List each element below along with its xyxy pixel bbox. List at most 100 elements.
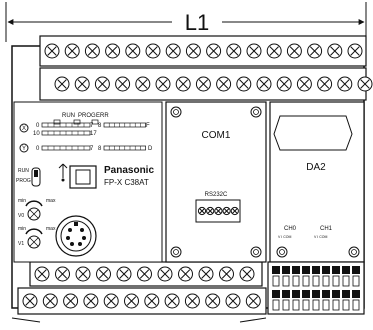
- terminal-screw-icon: [230, 206, 239, 216]
- terminal-screw-icon: [105, 43, 121, 59]
- brand-name: Panasonic: [104, 165, 154, 176]
- terminal-screw-icon: [236, 76, 252, 92]
- terminal-screw-icon: [239, 266, 255, 282]
- terminal-screw-icon: [137, 266, 152, 282]
- terminal-screw-icon: [225, 293, 241, 309]
- terminal-screw-icon: [116, 266, 132, 282]
- terminal-screw-icon: [55, 266, 70, 282]
- terminal-screw-icon: [219, 266, 234, 282]
- svg-text:0: 0: [36, 123, 40, 129]
- svg-text:Y: Y: [22, 146, 26, 152]
- spring-terminal: [342, 266, 350, 287]
- terminal-screw-icon: [44, 43, 60, 59]
- svg-text:min: min: [18, 226, 26, 232]
- spring-terminal: [282, 290, 290, 311]
- spring-terminal: [342, 290, 350, 311]
- pot-v1[interactable]: min max V1: [18, 226, 56, 249]
- svg-text:8: 8: [98, 123, 102, 129]
- terminal-screw-icon: [124, 293, 139, 309]
- switch-run-label: RUN: [18, 168, 29, 174]
- terminal-screw-icon: [84, 43, 100, 59]
- terminal-screw-icon: [206, 43, 222, 59]
- com1-label: COM1: [202, 130, 231, 141]
- spring-terminal: [272, 266, 280, 287]
- terminal-screw-icon: [135, 76, 151, 92]
- svg-text:7: 7: [90, 146, 94, 152]
- ch1-label: CH1: [320, 226, 333, 232]
- terminal-screw-icon: [317, 76, 333, 92]
- spring-terminal: [352, 290, 360, 311]
- spring-terminal: [312, 290, 320, 311]
- svg-text:F: F: [146, 123, 150, 129]
- spring-terminal: [302, 290, 310, 311]
- terminal-screw-icon: [276, 76, 292, 92]
- svg-text:X: X: [22, 126, 26, 132]
- terminal-screw-icon: [96, 266, 111, 282]
- led-strip: [41, 130, 91, 136]
- terminal-screw-icon: [185, 43, 201, 59]
- spring-terminal: [332, 290, 340, 311]
- terminal-screw-icon: [155, 76, 171, 92]
- y-marker-icon: [19, 143, 29, 153]
- spring-terminal: [292, 266, 300, 287]
- terminal-screw-icon: [214, 206, 223, 216]
- svg-text:17: 17: [90, 131, 97, 137]
- terminal-screw-icon: [165, 43, 181, 59]
- terminal-screw-icon: [286, 43, 302, 59]
- svg-text:10: 10: [33, 131, 40, 137]
- spring-terminal: [292, 290, 300, 311]
- terminal-screw-icon: [74, 76, 90, 92]
- terminal-screw-icon: [63, 293, 79, 309]
- terminal-screw-icon: [103, 293, 119, 309]
- svg-text:min: min: [18, 198, 26, 204]
- x-marker-icon: [19, 123, 29, 133]
- led-err-label: ERR: [96, 113, 109, 119]
- terminal-screw-icon: [34, 266, 50, 282]
- switch-prog-label: PROG: [16, 178, 31, 184]
- led-strip: [103, 145, 146, 151]
- terminal-screw-icon: [266, 43, 282, 59]
- led-run-label: RUN: [62, 113, 75, 119]
- usb-icon: [58, 163, 68, 182]
- svg-text:8: 8: [98, 146, 102, 152]
- tool-port-connector[interactable]: [55, 215, 97, 257]
- terminal-screw-icon: [184, 293, 200, 309]
- top-terminal-block: [39, 35, 373, 101]
- terminal-screw-icon: [54, 76, 70, 92]
- terminal-screw-icon: [307, 43, 323, 59]
- terminal-screw-icon: [42, 293, 58, 309]
- svg-text:max: max: [46, 226, 56, 232]
- da2-label: DA2: [306, 162, 326, 173]
- terminal-screw-icon: [178, 266, 193, 282]
- pot-v0[interactable]: min max V0: [18, 198, 56, 221]
- spring-terminal: [272, 290, 280, 311]
- terminal-screw-icon: [94, 76, 110, 92]
- da2-cassette: DA2 CH0 CH1 V I COM V I COM: [269, 101, 365, 263]
- spring-terminal: [322, 266, 330, 287]
- svg-text:V I COM: V I COM: [314, 235, 328, 239]
- bottom-terminal-block: [11, 261, 267, 323]
- spring-terminal: [312, 266, 320, 287]
- rs232c-label: RS232C: [205, 192, 228, 198]
- terminal-screw-icon: [245, 293, 261, 309]
- terminal-screw-icon: [246, 43, 262, 59]
- terminal-screw-icon: [222, 206, 231, 216]
- spring-terminal: [332, 266, 340, 287]
- dimension-l1: L1: [5, 2, 367, 42]
- ch0-label: CH0: [284, 226, 297, 232]
- terminal-screw-icon: [197, 206, 207, 216]
- spring-terminal: [302, 266, 310, 287]
- terminal-screw-icon: [75, 266, 91, 282]
- terminal-screw-icon: [327, 43, 343, 59]
- terminal-screw-icon: [296, 76, 312, 92]
- terminal-screw-icon: [198, 266, 214, 282]
- com1-cassette: COM1 RS232C: [165, 101, 267, 263]
- svg-text:max: max: [46, 198, 56, 204]
- terminal-screw-icon: [64, 43, 80, 59]
- terminal-screw-icon: [115, 76, 131, 92]
- terminal-screw-icon: [206, 206, 215, 216]
- dimension-label: L1: [185, 10, 209, 35]
- terminal-screw-icon: [175, 76, 191, 92]
- svg-text:V1: V1: [18, 241, 24, 247]
- model-name: FP-X C38AT: [104, 178, 149, 187]
